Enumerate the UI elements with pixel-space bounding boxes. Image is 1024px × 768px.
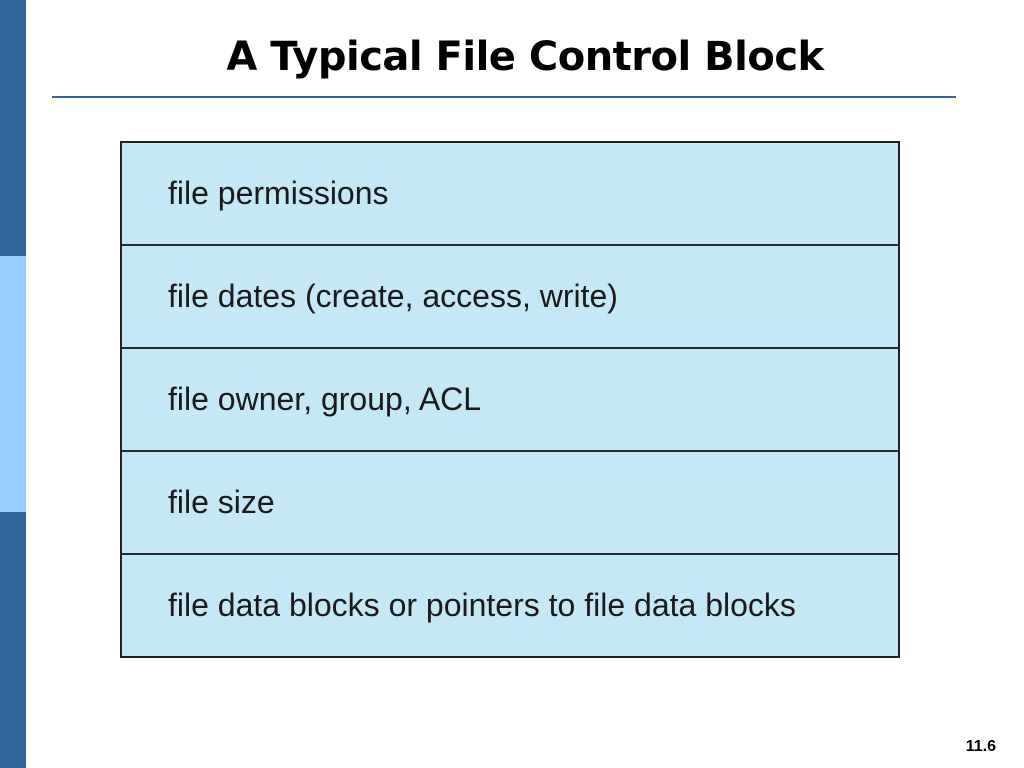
fcb-row-dates: file dates (create, access, write) [122,246,898,349]
file-control-block-diagram: file permissions file dates (create, acc… [120,141,900,658]
slide-title: A Typical File Control Block [226,34,824,80]
fcb-row-data-blocks: file data blocks or pointers to file dat… [168,587,796,623]
title-rule [52,96,956,98]
fcb-row-size: file size [122,452,898,555]
page-number: 11.6 [965,738,996,755]
fcb-row-permissions: file permissions [122,143,898,246]
side-bar-accent [0,256,26,512]
fcb-row-owner: file owner, group, ACL [122,349,898,452]
